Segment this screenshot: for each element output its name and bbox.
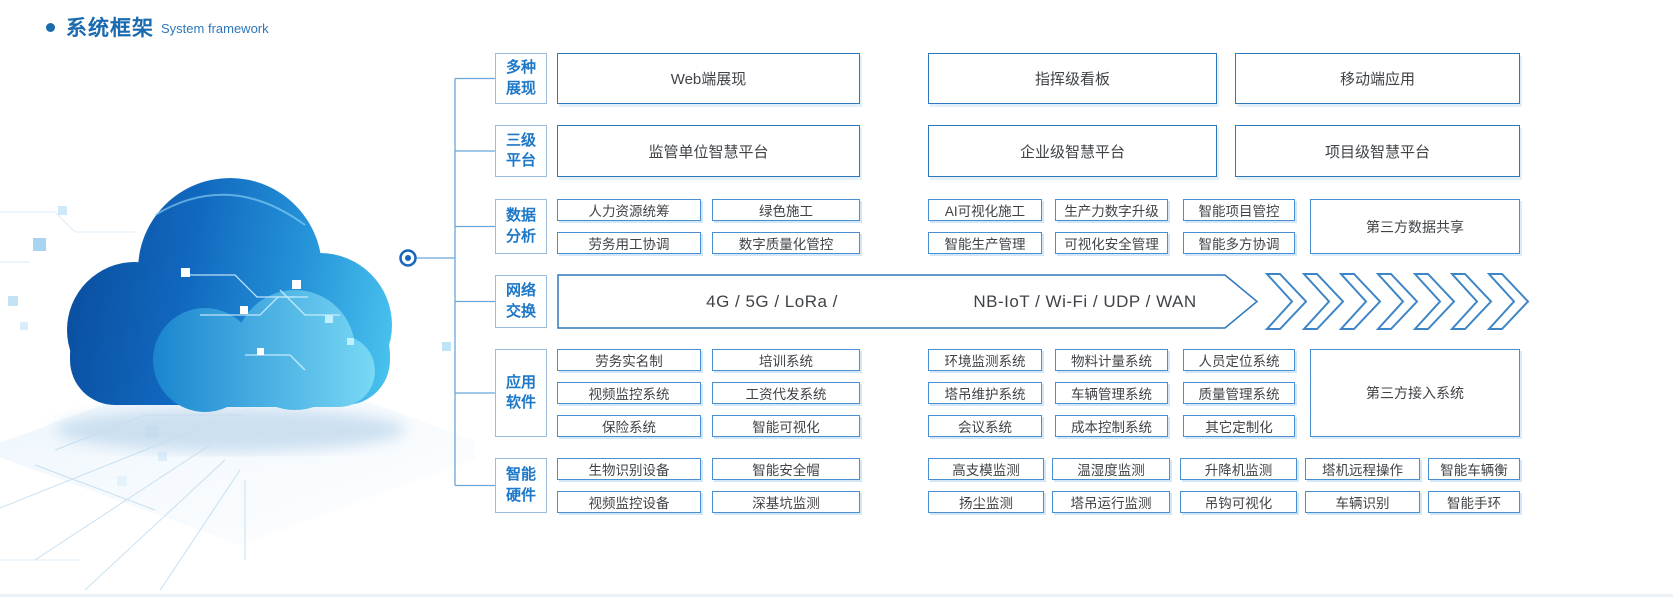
cell-project-platform: 项目级智慧平台 bbox=[1235, 125, 1520, 177]
row-label-line: 智能 bbox=[505, 466, 536, 484]
cell-r6-b-0-2: 升降机监测 bbox=[1180, 458, 1297, 480]
row-label-hardware: 智能 硬件 bbox=[495, 458, 547, 513]
cell-r5-b-0-0: 环境监测系统 bbox=[928, 349, 1042, 371]
cell-web-display: Web端展现 bbox=[557, 53, 860, 104]
row-label-line: 展现 bbox=[505, 79, 536, 97]
cell-r3-b-0-1: 生产力数字升级 bbox=[1055, 199, 1168, 221]
cell-r6-b-0-4: 智能车辆衡 bbox=[1428, 458, 1520, 480]
cell-r5-b-1-2: 质量管理系统 bbox=[1183, 382, 1295, 404]
cell-r6-a-0-0: 生物识别设备 bbox=[557, 458, 701, 480]
cell-r3-a-0-0: 人力资源统筹 bbox=[557, 199, 701, 221]
cell-r5-b-1-0: 塔吊维护系统 bbox=[928, 382, 1042, 404]
row-label-line: 数据 bbox=[505, 207, 536, 225]
cell-third-party-data-share: 第三方数据共享 bbox=[1310, 199, 1520, 254]
cell-command-board: 指挥级看板 bbox=[928, 53, 1217, 104]
row-label-display: 多种 展现 bbox=[495, 53, 547, 104]
cell-r5-a-2-1: 智能可视化 bbox=[712, 415, 860, 437]
cell-r6-b-1-0: 扬尘监测 bbox=[928, 491, 1044, 513]
cell-r5-b-1-1: 车辆管理系统 bbox=[1055, 382, 1168, 404]
cell-r6-b-0-1: 温湿度监测 bbox=[1052, 458, 1170, 480]
cell-r5-a-0-1: 培训系统 bbox=[712, 349, 860, 371]
cell-r3-b-1-0: 智能生产管理 bbox=[928, 232, 1042, 254]
row-label-network: 网络 交换 bbox=[495, 275, 547, 328]
bullet-icon bbox=[46, 22, 55, 32]
row-label-line: 硬件 bbox=[505, 486, 536, 504]
row-label-line: 应用 bbox=[505, 373, 536, 391]
cell-r6-b-0-3: 塔机远程操作 bbox=[1305, 458, 1420, 480]
page-title: 系统框架 System framework bbox=[46, 12, 269, 42]
row-label-line: 三级 bbox=[505, 131, 536, 149]
cell-r5-a-0-0: 劳务实名制 bbox=[557, 349, 701, 371]
row-label-line: 分析 bbox=[505, 227, 536, 245]
cell-mobile-app: 移动端应用 bbox=[1235, 53, 1520, 104]
cell-regulator-platform: 监管单位智慧平台 bbox=[557, 125, 860, 177]
cell-r3-b-1-2: 智能多方协调 bbox=[1183, 232, 1295, 254]
row-label-line: 软件 bbox=[505, 394, 536, 411]
cell-r6-b-1-4: 智能手环 bbox=[1428, 491, 1520, 513]
cell-r5-b-2-1: 成本控制系统 bbox=[1055, 415, 1168, 437]
cell-r5-b-0-2: 人员定位系统 bbox=[1183, 349, 1295, 371]
cell-r5-a-1-0: 视频监控系统 bbox=[557, 382, 701, 404]
cell-r6-b-1-3: 车辆识别 bbox=[1305, 491, 1420, 513]
cell-enterprise-platform: 企业级智慧平台 bbox=[928, 125, 1217, 177]
row-label-line: 网络 bbox=[505, 282, 536, 300]
cell-r3-a-0-1: 绿色施工 bbox=[712, 199, 860, 221]
cell-r5-b-0-1: 物料计量系统 bbox=[1055, 349, 1168, 371]
cell-r3-b-0-0: AI可视化施工 bbox=[928, 199, 1042, 221]
title-en: System framework bbox=[161, 21, 269, 36]
cell-r5-a-2-0: 保险系统 bbox=[557, 415, 701, 437]
cell-r3-b-0-2: 智能项目管控 bbox=[1183, 199, 1295, 221]
cell-third-party-access: 第三方接入系统 bbox=[1310, 349, 1520, 437]
cloud-graphic bbox=[0, 178, 475, 590]
row-label-line: 平台 bbox=[505, 152, 536, 169]
network-protocols-right: NB-IoT / Wi-Fi / UDP / WAN bbox=[973, 291, 1197, 311]
cell-r5-b-2-2: 其它定制化 bbox=[1183, 415, 1295, 437]
cell-r6-b-1-2: 吊钩可视化 bbox=[1180, 491, 1297, 513]
row-label-line: 多种 bbox=[505, 59, 536, 77]
cell-r3-a-1-0: 劳务用工协调 bbox=[557, 232, 701, 254]
row-label-data-analysis: 数据 分析 bbox=[495, 199, 547, 254]
cell-r6-a-1-0: 视频监控设备 bbox=[557, 491, 701, 513]
cell-r6-a-1-1: 深基坑监测 bbox=[712, 491, 860, 513]
title-zh: 系统框架 bbox=[66, 17, 154, 40]
cell-r3-b-1-1: 可视化安全管理 bbox=[1055, 232, 1168, 254]
cell-r5-b-2-0: 会议系统 bbox=[928, 415, 1042, 437]
cloud-node-icon bbox=[399, 249, 417, 267]
chevron-arrows-icon bbox=[1264, 273, 1530, 330]
network-protocols-left: 4G / 5G / LoRa / bbox=[706, 291, 838, 311]
row-label-software: 应用 软件 bbox=[495, 349, 547, 437]
cell-r3-a-1-1: 数字质量化管控 bbox=[712, 232, 860, 254]
cell-r6-a-0-1: 智能安全帽 bbox=[712, 458, 860, 480]
row-label-platform: 三级 平台 bbox=[495, 125, 547, 177]
cell-r6-b-1-1: 塔吊运行监测 bbox=[1052, 491, 1170, 513]
cell-r6-b-0-0: 高支模监测 bbox=[928, 458, 1044, 480]
cell-r5-a-1-1: 工资代发系统 bbox=[712, 382, 860, 404]
row-label-line: 交换 bbox=[505, 302, 536, 320]
